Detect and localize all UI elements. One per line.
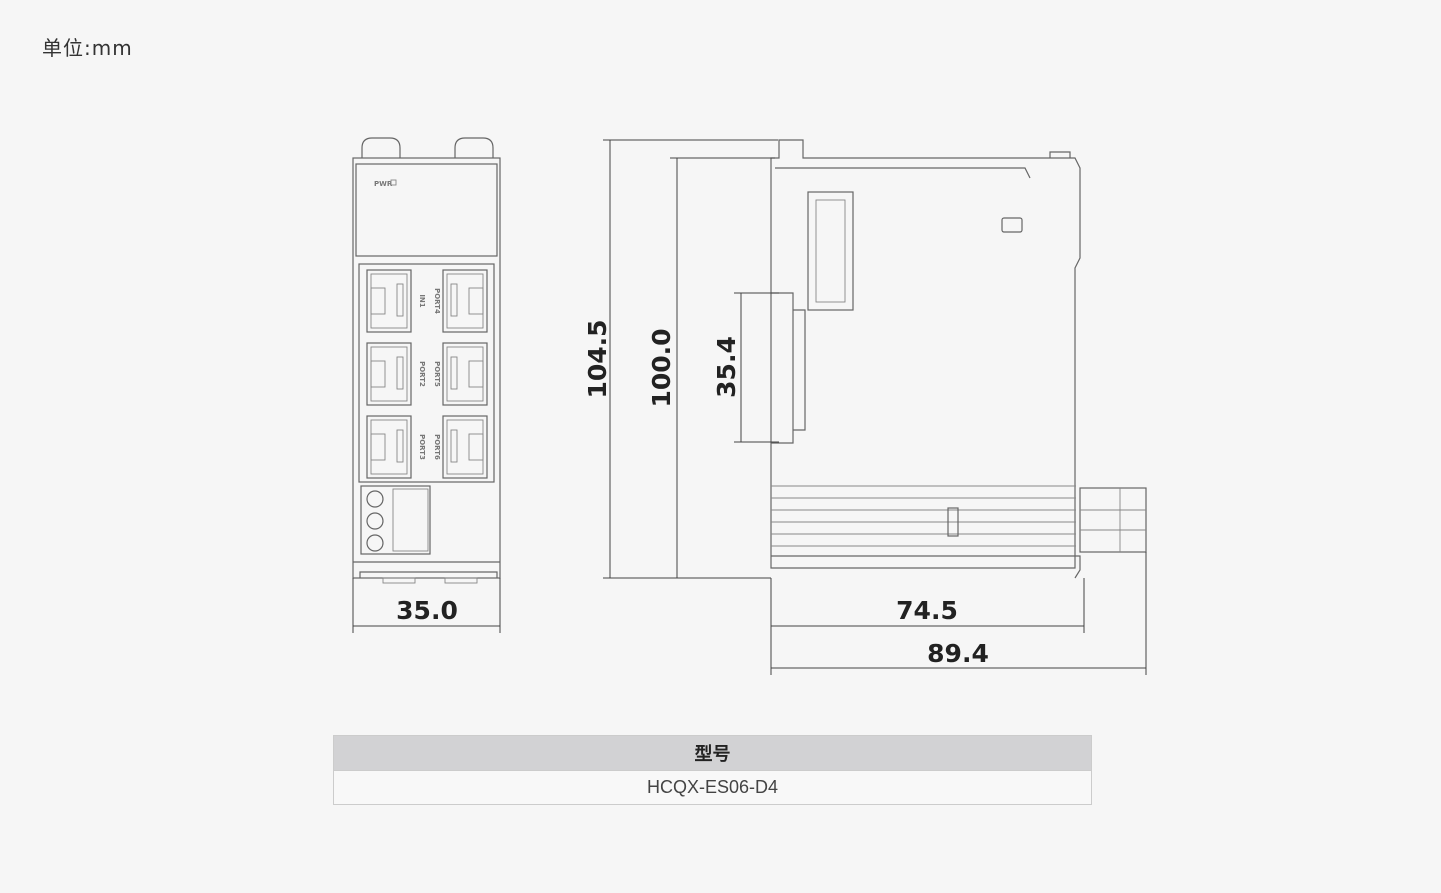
port-label: PORT2: [418, 361, 426, 387]
rj45-port: [442, 342, 488, 406]
overall-depth-dim: 89.4: [927, 639, 989, 668]
body-depth-dim: 74.5: [896, 596, 958, 625]
model-table: 型号 HCQX-ES06-D4: [333, 735, 1092, 805]
side-view: [770, 139, 1147, 579]
overall-height-dim: 104.5: [583, 319, 612, 398]
rj45-port: [366, 415, 412, 479]
dimensions: 104.5 100.0 35.4 35.0 74.5 89.4: [352, 139, 1147, 675]
width-dim: 35.0: [396, 596, 458, 625]
port-label: PORT6: [433, 434, 441, 460]
pwr-label: PWR: [374, 180, 393, 188]
port-label: PORT3: [418, 434, 426, 460]
port-label: PORT5: [433, 361, 441, 387]
rj45-port: [366, 342, 412, 406]
unit-label: 单位:mm: [42, 36, 133, 60]
port-label: PORT4: [433, 288, 441, 314]
body-height-dim: 100.0: [647, 328, 676, 407]
port-label: IN1: [418, 294, 426, 307]
rj45-port: [442, 415, 488, 479]
rj45-port: [366, 269, 412, 333]
model-header: 型号: [333, 735, 1092, 771]
front-view: PWR IN1 PORT2 PORT3 PORT4 PORT5 PORT6: [352, 137, 501, 584]
connector-height-dim: 35.4: [712, 336, 741, 398]
model-value: HCQX-ES06-D4: [333, 770, 1092, 805]
rj45-port: [442, 269, 488, 333]
